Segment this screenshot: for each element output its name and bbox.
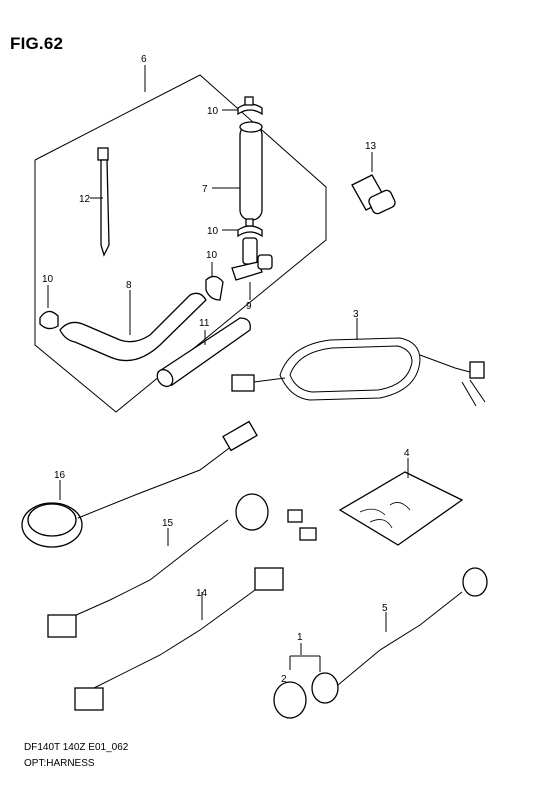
hose-part-8 — [59, 290, 207, 362]
callout-10-d: 10 — [42, 274, 54, 285]
clamp-part-10-top — [222, 96, 263, 116]
callout-8: 8 — [126, 280, 132, 291]
harness-part-3 — [231, 318, 486, 407]
t-joint-part-9 — [231, 237, 273, 300]
callout-5: 5 — [382, 603, 388, 614]
socket-parts-1-2 — [273, 643, 339, 719]
figure-code: DF140T 140Z E01_062 — [24, 742, 129, 753]
callout-6: 6 — [141, 54, 147, 65]
callout-12: 12 — [79, 194, 91, 205]
fitting-part-13 — [351, 152, 396, 215]
clamp-part-10-far — [39, 285, 59, 330]
callout-10-a: 10 — [207, 106, 219, 117]
hose-part-11 — [156, 317, 251, 388]
callout-10-c: 10 — [206, 250, 218, 261]
bag-part-4 — [338, 458, 464, 546]
callout-13: 13 — [365, 141, 377, 152]
harness-part-5 — [331, 567, 488, 691]
callout-2: 2 — [281, 674, 287, 685]
clamp-part-10-mid — [222, 218, 263, 238]
callout-4: 4 — [404, 448, 410, 459]
callout-15: 15 — [162, 518, 174, 529]
callout-1: 1 — [297, 632, 303, 643]
callout-labels: 1 2 3 4 5 6 7 8 9 10 10 10 10 11 12 13 1… — [42, 54, 410, 685]
cable-tie-part-12 — [90, 147, 110, 257]
callout-14: 14 — [196, 588, 208, 599]
kit-box-outline — [34, 65, 327, 413]
harness-part-14 — [74, 567, 284, 711]
hose-part-7 — [212, 121, 263, 221]
callout-10-b: 10 — [207, 226, 219, 237]
callout-9: 9 — [246, 301, 252, 312]
callout-3: 3 — [353, 309, 359, 320]
figure-title: FIG.62 — [10, 34, 64, 53]
callout-7: 7 — [202, 184, 208, 195]
callout-11: 11 — [199, 318, 210, 329]
harness-part-15 — [47, 493, 317, 638]
clamp-part-10-left — [205, 262, 224, 301]
callout-16: 16 — [54, 470, 66, 481]
buzzer-part-16 — [21, 420, 258, 548]
figure-subtitle: OPT:HARNESS — [24, 758, 95, 769]
